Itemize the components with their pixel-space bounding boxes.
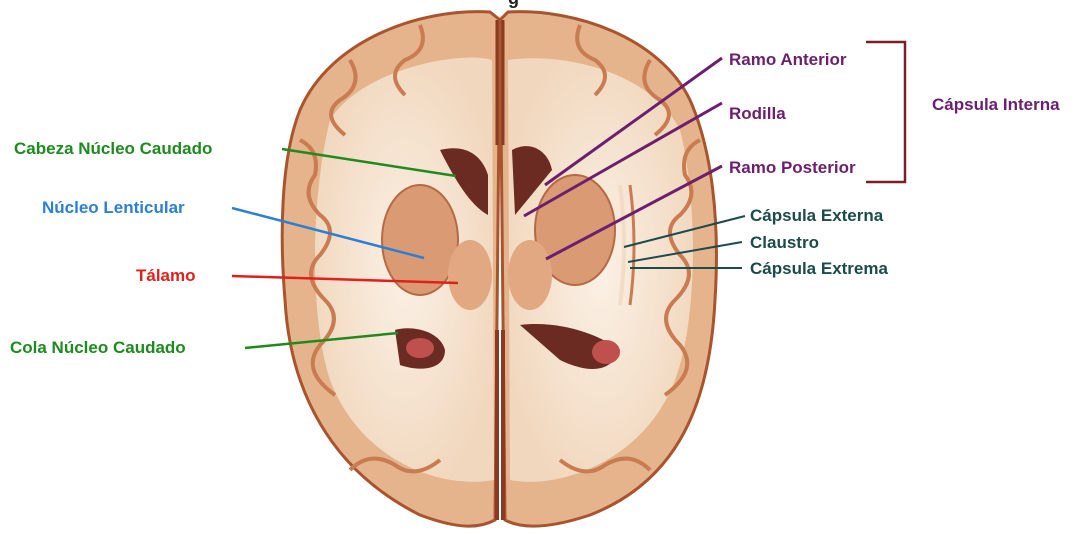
label-cabeza-nucleo-caudado: Cabeza Núcleo Caudado — [14, 139, 212, 159]
capsula-interna-bracket — [866, 42, 905, 182]
label-ramo-posterior: Ramo Posterior — [729, 158, 856, 178]
label-capsula-externa: Cápsula Externa — [750, 206, 883, 226]
label-ramo-anterior: Ramo Anterior — [729, 50, 846, 70]
label-cola-nucleo-caudado: Cola Núcleo Caudado — [10, 338, 186, 358]
label-rodilla: Rodilla — [729, 104, 786, 124]
label-capsula-extrema: Cápsula Extrema — [750, 259, 888, 279]
label-claustro: Claustro — [750, 233, 819, 253]
label-capsula-interna: Cápsula Interna — [932, 95, 1060, 115]
label-nucleo-lenticular: Núcleo Lenticular — [42, 198, 185, 218]
label-talamo: Tálamo — [136, 266, 196, 286]
